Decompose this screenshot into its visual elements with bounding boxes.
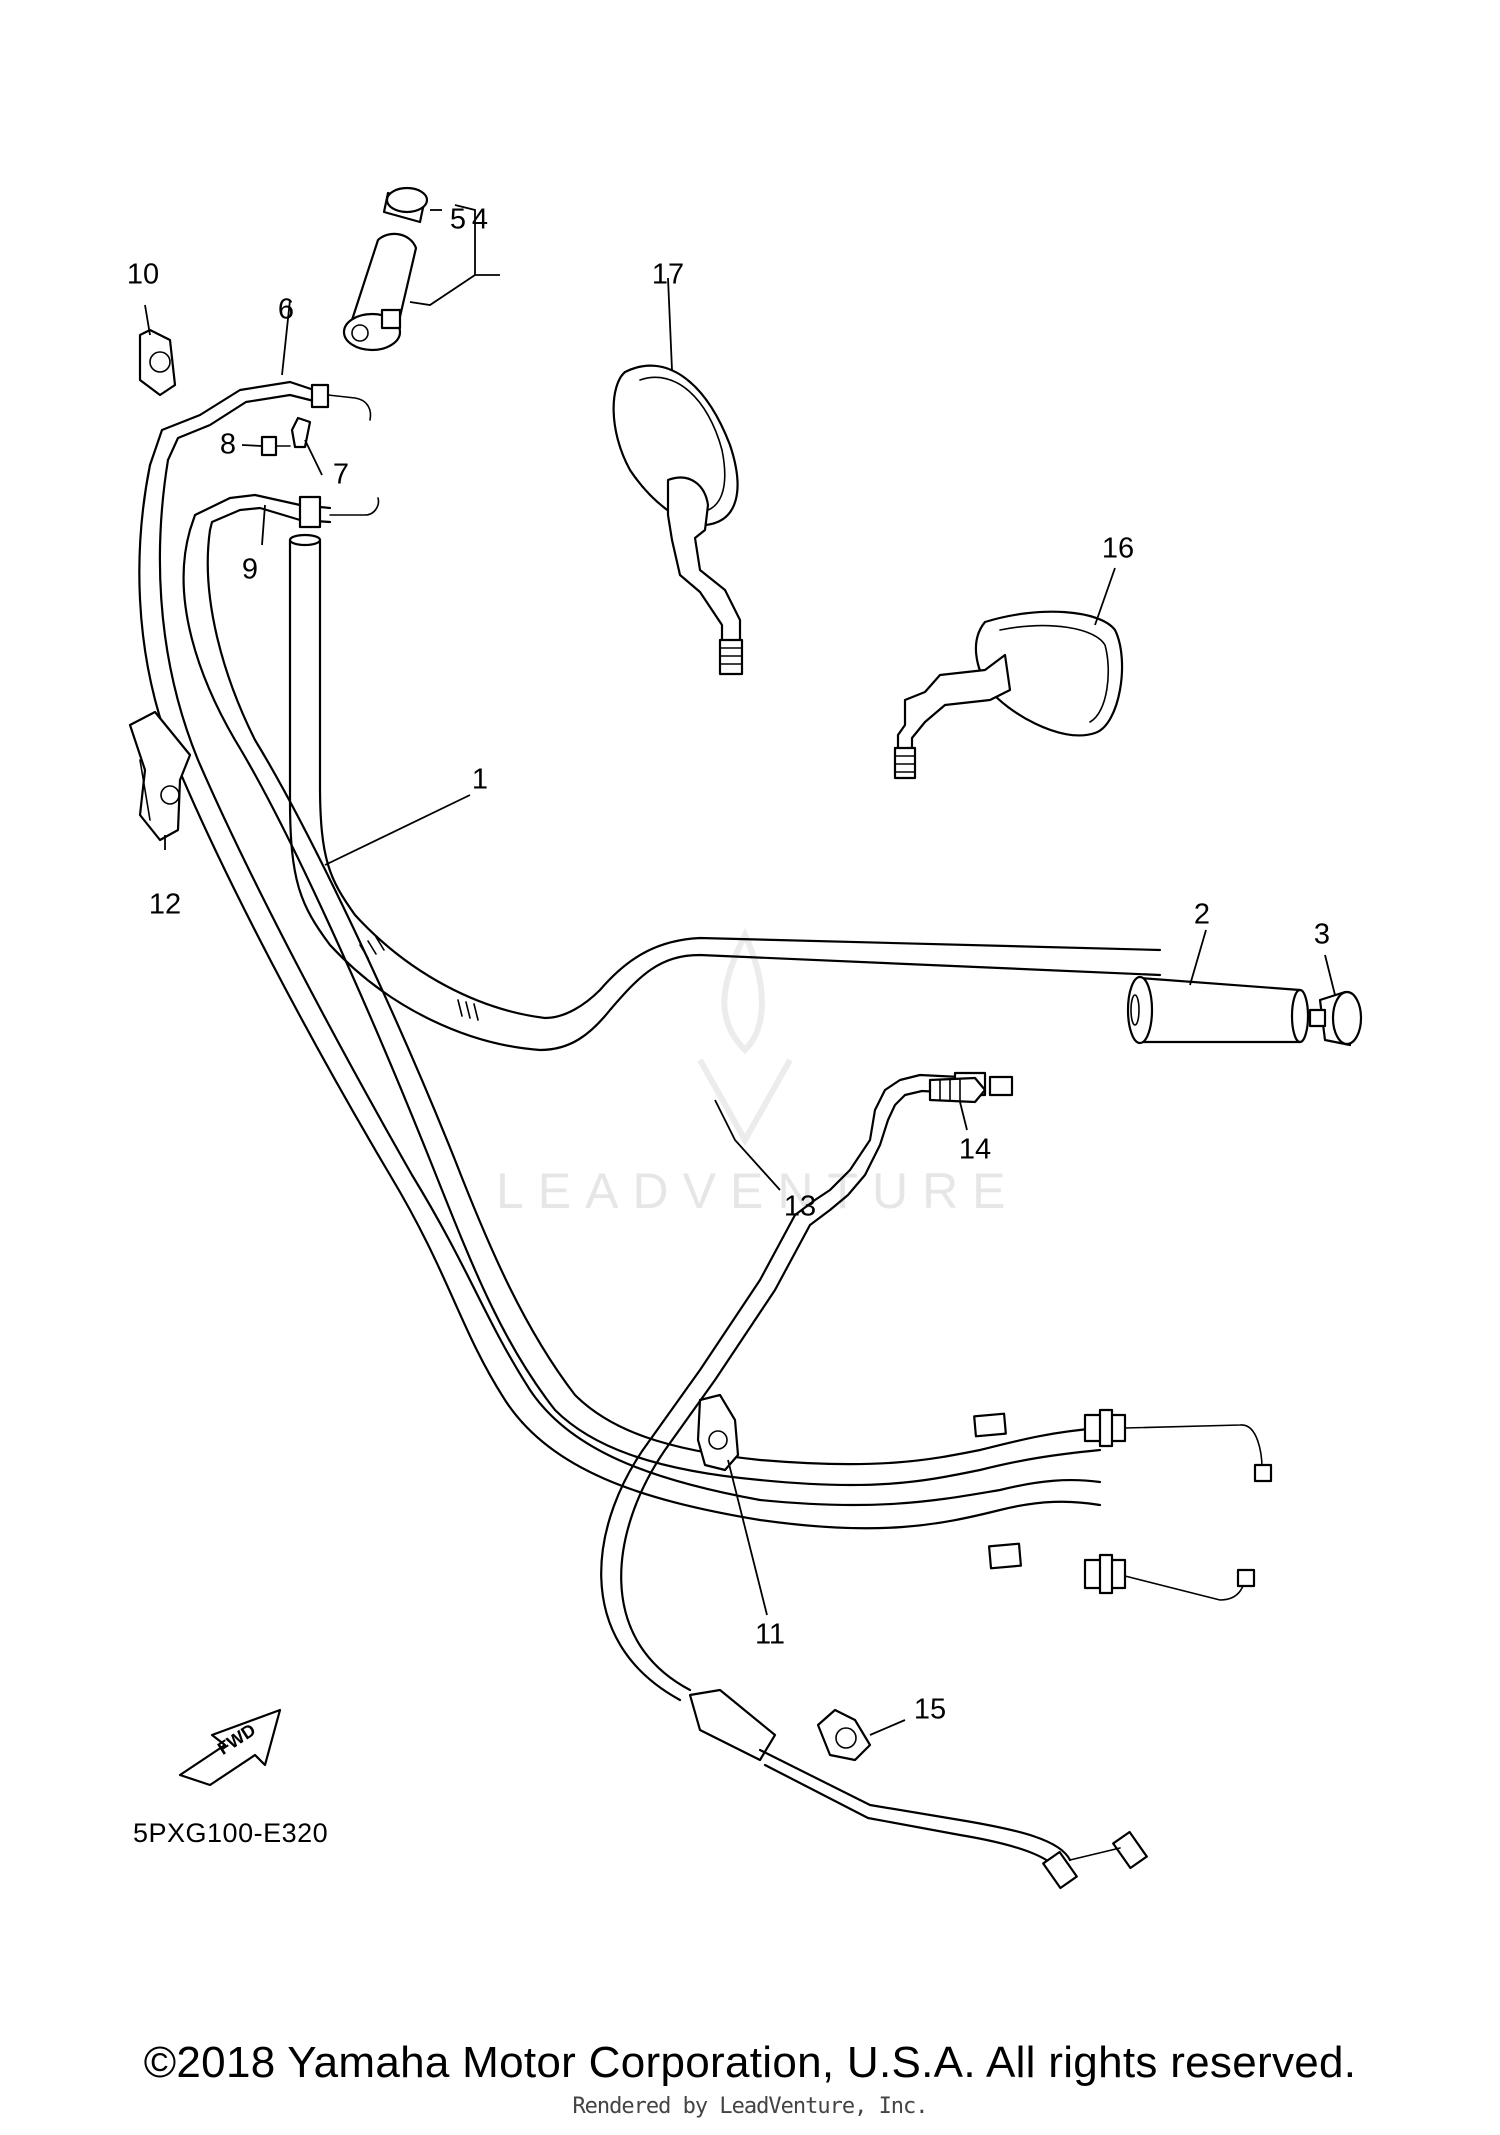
cable-fittings-part[interactable] [973,1408,1273,1601]
callout-14[interactable]: 14 [958,1133,992,1166]
callout-13[interactable]: 13 [783,1190,817,1223]
watermark-text: LEADVENTURE [496,1163,1020,1219]
cable-clamp-part[interactable] [290,416,312,449]
callout-9[interactable]: 9 [241,553,259,586]
callout-3[interactable]: 3 [1313,918,1331,951]
left-mirror-part[interactable] [612,364,744,676]
clutch-cable-part[interactable] [600,1071,1148,1890]
callout-17[interactable]: 17 [651,258,685,291]
cable-clip-part[interactable] [816,1708,872,1762]
callout-8[interactable]: 8 [219,428,237,461]
callout-12[interactable]: 12 [148,888,182,921]
forward-arrow-icon [178,1708,282,1787]
grip-end-part[interactable] [1308,990,1363,1047]
throttle-collar-part[interactable] [382,186,429,224]
callout-16[interactable]: 16 [1101,532,1135,565]
screw-part[interactable] [260,435,291,457]
diagram-code: 5PXG100-E320 [133,1818,329,1848]
throttle-cable-return-part[interactable] [182,493,1102,1487]
callout-1[interactable]: 1 [471,763,489,796]
leader-lines [144,204,1336,1736]
cable-holder-part[interactable] [138,328,177,397]
throttle-cable-pull-part[interactable] [138,380,1102,1530]
callout-15[interactable]: 15 [913,1693,947,1726]
right-mirror-part[interactable] [893,610,1124,780]
copyright-notice: ©2018 Yamaha Motor Corporation, U.S.A. A… [143,2038,1357,2087]
grip-part[interactable] [1126,975,1310,1045]
callout-6[interactable]: 6 [277,293,295,326]
cable-guide-clamp-part[interactable] [696,1393,740,1472]
callout-10[interactable]: 10 [126,258,160,291]
watermark-logo-icon [697,928,793,1147]
handlebar-part[interactable] [288,533,1162,1052]
rendered-by-notice: Rendered by LeadVenture, Inc. [572,2094,928,2119]
callout-7[interactable]: 7 [332,458,350,491]
throttle-grip-part[interactable] [342,232,418,352]
cable-boot-part[interactable] [928,1076,987,1104]
callout-4[interactable]: 4 [471,203,489,236]
callout-2[interactable]: 2 [1193,898,1211,931]
callout-5[interactable]: 5 [449,203,467,236]
callout-11[interactable]: 11 [754,1618,786,1651]
wire-clamp-part[interactable] [128,710,192,842]
